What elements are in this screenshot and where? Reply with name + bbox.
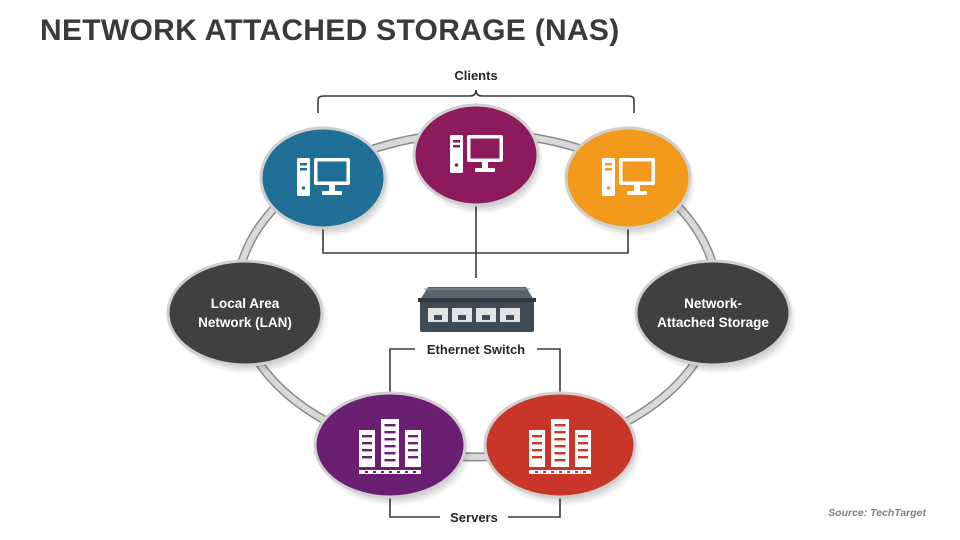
client-node-magenta [412,103,544,214]
source-note: Source: TechTarget [828,507,926,519]
nas-node: Network- Attached Storage [634,259,797,374]
lan-label-line2: Network (LAN) [198,315,292,330]
client-node-orange [564,126,696,237]
ethernet-switch-icon [418,287,536,332]
lan-node: Local Area Network (LAN) [166,259,329,374]
lan-label-line1: Local Area [211,296,280,311]
servers-label: Servers [450,510,498,525]
client-node-blue [259,126,391,237]
page-title: NETWORK ATTACHED STORAGE (NAS) [40,14,620,47]
clients-brace [317,89,635,113]
server-node-red [483,391,642,506]
clients-label: Clients [454,68,497,83]
nas-label-line1: Network- [684,296,742,311]
server-node-purple [313,391,472,506]
nas-label-line2: Attached Storage [657,315,769,330]
ethernet-switch-label: Ethernet Switch [427,342,525,357]
